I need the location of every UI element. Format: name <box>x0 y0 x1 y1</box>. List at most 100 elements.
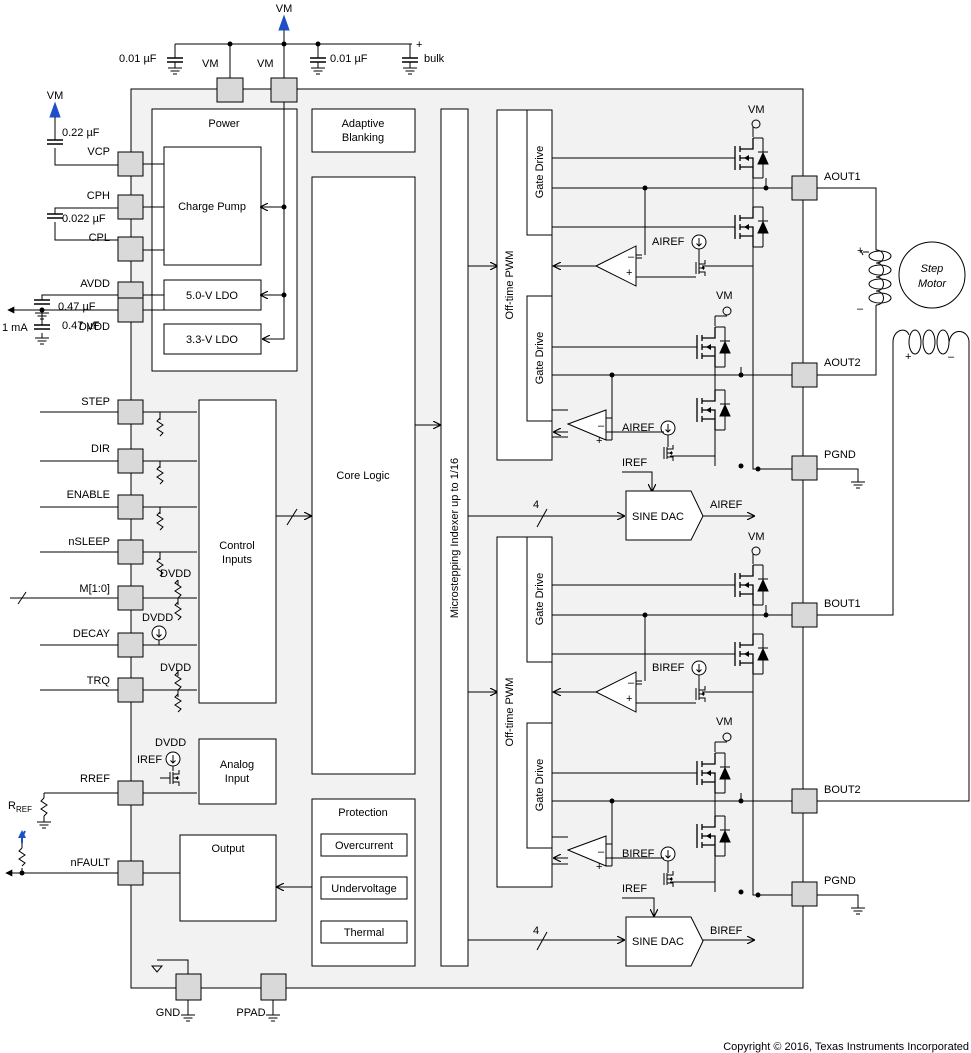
pin-pgnd-b-label: PGND <box>824 875 856 887</box>
pin-gnd-label: GND <box>156 1007 181 1019</box>
motor-label-1: Step <box>921 263 944 275</box>
vm-label-a2: VM <box>716 290 733 302</box>
minus-b2: – <box>598 846 605 858</box>
pin-trq-label: TRQ <box>87 675 111 687</box>
protection-label: Protection <box>338 807 388 819</box>
vm-label-left: VM <box>47 90 64 102</box>
overcurrent-label: Overcurrent <box>335 840 393 852</box>
pin-m10 <box>117 585 144 611</box>
dvdd-label-decay: DVDD <box>142 612 173 624</box>
cap-label-001-left: 0.01 µF <box>119 53 157 65</box>
pin-cph-label: CPH <box>87 190 110 202</box>
pin-nfault <box>117 860 144 886</box>
pin-bout1-label: BOUT1 <box>824 598 861 610</box>
coil-b-plus: + <box>905 351 911 363</box>
dvdd-label-m: DVDD <box>160 568 191 580</box>
airef-label-2: AIREF <box>622 422 655 434</box>
pin-gnd <box>175 973 202 1001</box>
control-inputs-label-1: Control <box>219 540 254 552</box>
pin-pgnd-a <box>791 455 818 481</box>
pin-aout2 <box>791 362 818 388</box>
ldo-5v-label: 5.0-V LDO <box>186 290 238 302</box>
undervoltage-label: Undervoltage <box>331 883 396 895</box>
pin-aout1-label: AOUT1 <box>824 171 861 183</box>
adaptive-blanking-block <box>311 108 416 153</box>
biref-label-2: BIREF <box>622 848 655 860</box>
cap-label-047-b: 0.47 µF <box>62 320 100 332</box>
bottom-ground-network <box>150 959 281 1022</box>
plus-b2: + <box>596 861 602 873</box>
pin-dir-label: DIR <box>91 443 110 455</box>
left-power-network <box>7 102 118 345</box>
pin-enable-label: ENABLE <box>67 489 110 501</box>
iref-label-a: IREF <box>622 457 647 469</box>
overcurrent-block <box>320 833 408 857</box>
analog-input-block <box>198 738 277 805</box>
dvdd-label-rref: DVDD <box>155 737 186 749</box>
gate-drive-a-high <box>526 109 553 236</box>
vm-pin-2 <box>270 77 298 103</box>
cap-label-022: 0.22 µF <box>62 127 100 139</box>
pin-ppad-label: PPAD <box>236 1007 265 1019</box>
gate-drive-b-low-label: Gate Drive <box>534 759 546 812</box>
gate-drive-a-high-label: Gate Drive <box>534 146 546 199</box>
bus-width-b: 4 <box>533 925 539 937</box>
pin-ppad <box>260 973 287 1001</box>
plus-b1: + <box>626 693 632 705</box>
sine-dac-b-label: SINE DAC <box>632 936 684 948</box>
biref-label-1: BIREF <box>652 662 685 674</box>
pin-bout2 <box>791 788 818 814</box>
analog-input-label-1: Analog <box>220 759 254 771</box>
thermal-block <box>320 920 408 944</box>
output-block <box>179 834 277 922</box>
pin-enable <box>117 494 144 520</box>
core-logic-block <box>311 176 416 775</box>
pin-dvdd-label: DVDD <box>79 321 110 333</box>
pin-cpl-label: CPL <box>89 232 110 244</box>
pin-aout2-label: AOUT2 <box>824 357 861 369</box>
sine-dac-a <box>625 490 704 541</box>
bus-width-a: 4 <box>533 499 539 511</box>
gate-drive-a-low-label: Gate Drive <box>534 332 546 385</box>
core-logic-label: Core Logic <box>336 470 390 482</box>
cap-label-001-right: 0.01 µF <box>330 53 368 65</box>
pin-bout1 <box>791 602 818 628</box>
adaptive-label-1: Adaptive <box>342 118 385 130</box>
charge-pump-label: Charge Pump <box>178 201 246 213</box>
pin-pgnd-b <box>791 881 818 907</box>
pin-aout1 <box>791 175 818 201</box>
cap-label-bulk: bulk <box>424 53 445 65</box>
gate-drive-b-low <box>526 722 553 849</box>
pin-avdd-label: AVDD <box>80 278 110 290</box>
pin-rref-label: RREF <box>80 773 110 785</box>
pin-nsleep <box>117 539 144 565</box>
control-pin-wires <box>10 411 197 713</box>
coil-a-minus: – <box>857 303 864 315</box>
pin-vcp-label: VCP <box>87 146 110 158</box>
gate-drive-a-low <box>526 295 553 422</box>
minus-a2: – <box>598 420 605 432</box>
stepper-motor <box>817 187 970 802</box>
ldo-33v-label: 3.3-V LDO <box>186 334 238 346</box>
offtime-pwm-b-label: Off-time PWM <box>504 678 516 747</box>
pin-dvdd <box>117 297 144 323</box>
cap-label-0022: 0.022 µF <box>62 213 106 225</box>
h-bridge-a-power-stage <box>552 119 792 472</box>
pin-dir <box>117 448 144 474</box>
control-inputs-block <box>198 399 277 704</box>
undervoltage-block <box>320 876 408 900</box>
control-inputs-label-2: Inputs <box>222 554 252 566</box>
vm-pin-label-2: VM <box>257 58 274 70</box>
iref-label-rref: IREF <box>137 754 162 766</box>
output-label: Output <box>211 843 244 855</box>
gate-drive-b-high-label: Gate Drive <box>534 573 546 626</box>
pin-nfault-label: nFAULT <box>70 857 110 869</box>
charge-pump-block <box>163 146 262 266</box>
analog-input-label-2: Input <box>225 773 249 785</box>
biref-out-label: BIREF <box>710 925 743 937</box>
sine-dac-b <box>625 916 704 967</box>
pin-bout2-label: BOUT2 <box>824 784 861 796</box>
plus-a2: + <box>596 435 602 447</box>
minus-a1: – <box>628 251 635 263</box>
